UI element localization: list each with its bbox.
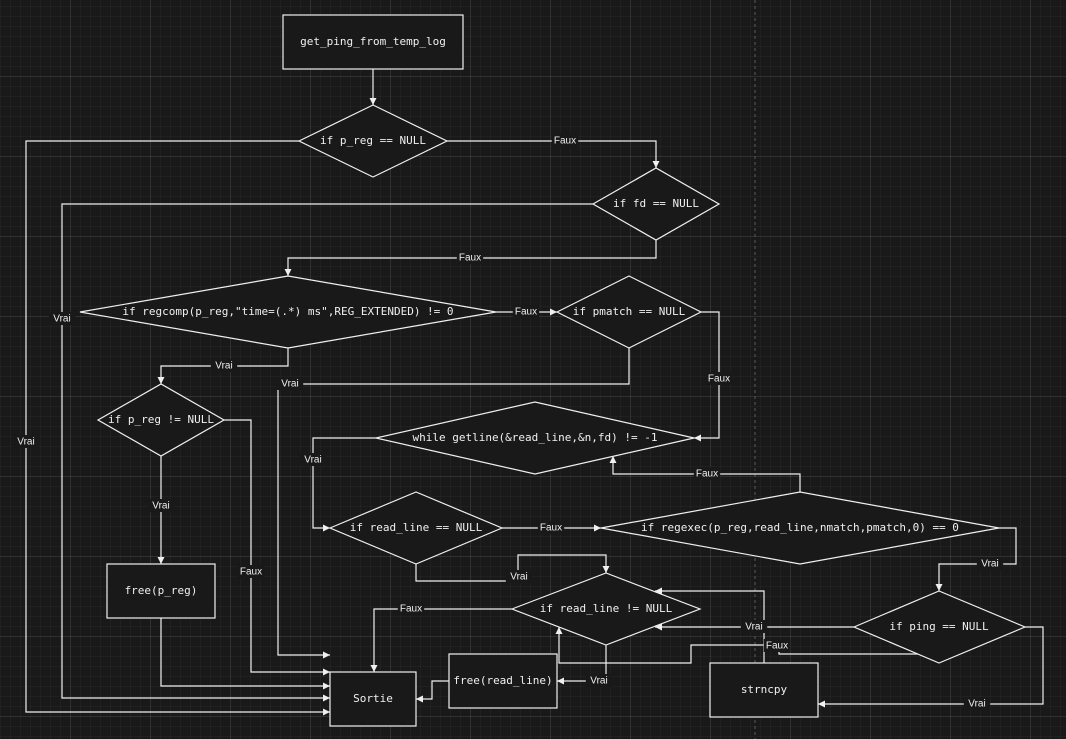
decision-ping-null-label: if ping == NULL bbox=[889, 620, 989, 633]
edges bbox=[25, 69, 1044, 716]
node-free-preg[interactable]: free(p_reg) bbox=[106, 563, 216, 619]
decision-fd-null[interactable]: if fd == NULL bbox=[591, 167, 721, 241]
edge-fd-null-faux-label: Faux bbox=[456, 251, 484, 264]
edge-fd-null-vrai bbox=[61, 203, 593, 702]
edge-free-readline-to-sortie bbox=[416, 680, 449, 703]
node-sortie-label: Sortie bbox=[353, 692, 393, 705]
edge-getline-vrai bbox=[312, 437, 376, 532]
edge-ping-to-readline-label: Faux bbox=[763, 639, 791, 652]
edge-label-text: Faux bbox=[400, 604, 422, 615]
edge-regexec-vrai-label: Vrai bbox=[976, 557, 1004, 570]
decision-regexec[interactable]: if regexec(p_reg,read_line,nmatch,pmatch… bbox=[600, 491, 1000, 565]
decision-fd-null-label: if fd == NULL bbox=[613, 197, 699, 210]
edge-preg-null-vrai-label: Vrai bbox=[12, 435, 40, 448]
edge-read-line-null-vrai-label: Vrai bbox=[505, 570, 533, 583]
edge-label-text: Vrai bbox=[152, 501, 169, 512]
edge-label-text: Faux bbox=[696, 469, 718, 480]
edge-read-line-null-vrai bbox=[415, 554, 610, 582]
edge-regcomp-vrai-label: Vrai bbox=[210, 359, 238, 372]
edge-label-text: Vrai bbox=[17, 437, 34, 448]
edge-preg-not-null-faux-label: Faux bbox=[237, 565, 265, 578]
edge-preg-not-null-faux bbox=[224, 419, 330, 676]
edge-readline-not-null-faux bbox=[370, 608, 512, 672]
node-free-preg-label: free(p_reg) bbox=[125, 584, 198, 597]
edge-label-text: Faux bbox=[515, 307, 537, 318]
edge-regcomp-faux-label: Faux bbox=[512, 305, 540, 318]
node-start[interactable]: get_ping_from_temp_log bbox=[282, 14, 464, 70]
decision-read-line-null[interactable]: if read_line == NULL bbox=[328, 491, 504, 565]
edge-preg-not-null-vrai-label: Vrai bbox=[147, 499, 175, 512]
decision-regcomp[interactable]: if regcomp(p_reg,"time=(.*) ms",REG_EXTE… bbox=[79, 275, 497, 349]
edge-label-text: Faux bbox=[540, 523, 562, 534]
edge-ping-null-faux-label: Vrai bbox=[963, 697, 991, 710]
edge-label-text: Vrai bbox=[968, 699, 985, 710]
edge-free-preg-to-sortie bbox=[160, 618, 330, 690]
edge-read-line-null-faux-label: Faux bbox=[537, 521, 565, 534]
edge-label-text: Faux bbox=[554, 136, 576, 147]
node-start-label: get_ping_from_temp_log bbox=[300, 35, 446, 48]
edge-preg-null-vrai bbox=[25, 140, 330, 716]
decision-read-line-null-label: if read_line == NULL bbox=[350, 521, 483, 534]
decision-preg-not-null-label: if p_reg != NULL bbox=[108, 413, 214, 426]
node-strncpy[interactable]: strncpy bbox=[709, 662, 819, 718]
loop-getline-label: while getline(&read_line,&n,fd) != -1 bbox=[412, 431, 657, 444]
decision-preg-not-null[interactable]: if p_reg != NULL bbox=[96, 383, 226, 457]
node-sortie[interactable]: Sortie bbox=[329, 671, 417, 727]
edge-pmatch-faux-label: Faux bbox=[705, 372, 733, 385]
edge-label-text: Vrai bbox=[981, 559, 998, 570]
edge-pmatch-vrai-label: Vrai bbox=[276, 377, 304, 390]
edge-labels: FauxVraiVraiFauxFauxVraiFauxVraiVraiFaux… bbox=[12, 134, 1004, 710]
edge-label-text: Vrai bbox=[304, 455, 321, 466]
edge-ping-to-readline bbox=[555, 627, 940, 664]
edge-preg-null-faux bbox=[447, 140, 660, 168]
edge-readline-not-null-vrai-label: Vrai bbox=[585, 674, 613, 687]
decision-pmatch-null[interactable]: if pmatch == NULL bbox=[555, 275, 703, 349]
node-free-readline[interactable]: free(read_line) bbox=[448, 653, 558, 709]
edge-ping-null-faux bbox=[818, 626, 1044, 708]
edge-label-text: Faux bbox=[708, 374, 730, 385]
edge-label-text: Faux bbox=[766, 641, 788, 652]
decision-regcomp-label: if regcomp(p_reg,"time=(.*) ms",REG_EXTE… bbox=[122, 305, 453, 318]
edge-label-text: Vrai bbox=[510, 572, 527, 583]
edge-readline-not-null-faux-label: Faux bbox=[397, 602, 425, 615]
edge-label-text: Faux bbox=[459, 253, 481, 264]
edge-getline-vrai-label: Vrai bbox=[299, 453, 327, 466]
decision-pmatch-null-label: if pmatch == NULL bbox=[573, 305, 686, 318]
edge-ping-null-vrai-loop-label: Vrai bbox=[740, 620, 768, 633]
decision-regexec-label: if regexec(p_reg,read_line,nmatch,pmatch… bbox=[641, 521, 959, 534]
node-free-readline-label: free(read_line) bbox=[453, 674, 552, 687]
decision-readline-not-null[interactable]: if read_line != NULL bbox=[510, 572, 702, 646]
edge-regexec-faux-label: Faux bbox=[693, 467, 721, 480]
decision-preg-null[interactable]: if p_reg == NULL bbox=[297, 104, 449, 178]
decision-ping-null[interactable]: if ping == NULL bbox=[852, 590, 1027, 664]
loop-getline[interactable]: while getline(&read_line,&n,fd) != -1 bbox=[375, 401, 695, 475]
edge-label-text: Vrai bbox=[281, 379, 298, 390]
edge-label-text: Vrai bbox=[215, 361, 232, 372]
decision-preg-null-label: if p_reg == NULL bbox=[320, 134, 426, 147]
edge-label-text: Vrai bbox=[53, 314, 70, 325]
edge-label-text: Faux bbox=[240, 567, 262, 578]
edge-regexec-vrai bbox=[935, 527, 1017, 591]
decision-readline-not-null-label: if read_line != NULL bbox=[540, 602, 673, 615]
edge-label-text: Vrai bbox=[590, 676, 607, 687]
node-strncpy-label: strncpy bbox=[741, 683, 788, 696]
edge-preg-null-faux-label: Faux bbox=[551, 134, 579, 147]
edge-fd-null-vrai-label: Vrai bbox=[48, 312, 76, 325]
edge-label-text: Vrai bbox=[745, 622, 762, 633]
